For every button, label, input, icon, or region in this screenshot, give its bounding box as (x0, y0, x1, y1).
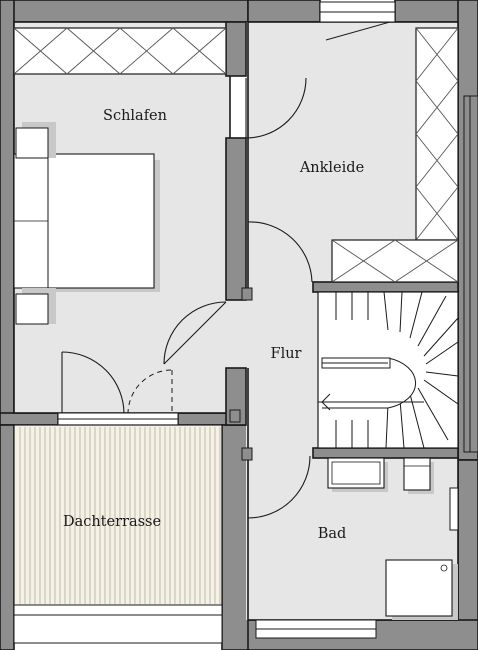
wall-left (0, 0, 15, 426)
room-label-flur: Flur (271, 346, 302, 362)
wardrobe-ankleide-vertical (415, 27, 459, 241)
door-terrace-right-dashed (127, 369, 173, 415)
door-bad-swing (247, 455, 311, 519)
wall-terrace-left (0, 424, 15, 650)
nightstand-top (15, 122, 56, 159)
door-schlafen-swing (163, 301, 227, 365)
window-right-rail (463, 95, 478, 453)
wardrobe-schlafen (13, 27, 227, 75)
room-label-bad: Bad (318, 526, 347, 542)
door-schlafen-leaf (163, 301, 227, 365)
terrace-edge (13, 614, 223, 644)
staircase (317, 291, 459, 449)
vanity (327, 457, 385, 489)
windows (57, 1, 478, 639)
door-flur-top-swing (247, 221, 313, 283)
wall-interior-top (225, 21, 247, 77)
nightstand-bottom (15, 288, 56, 325)
door-swings (61, 77, 313, 519)
shower (385, 559, 453, 617)
wall-stair-top (312, 281, 459, 293)
toilet (403, 457, 431, 491)
wall-terrace-top-left (0, 412, 59, 426)
window-bad-side (449, 487, 459, 531)
bathroom-fixtures (327, 457, 458, 620)
room-label-ankleide: Ankleide (299, 160, 364, 176)
window-top-sash (325, 21, 391, 41)
door-terrace-left-swing (61, 351, 125, 415)
wall-top-center (247, 0, 321, 23)
bed (13, 153, 160, 292)
door-stubs (229, 287, 253, 461)
wall-stair-bottom (312, 447, 459, 459)
door-ankleide-swing (245, 77, 307, 139)
terrace (13, 424, 223, 644)
room-label-schlafen: Schlafen (103, 108, 167, 124)
wall-top-left (0, 0, 249, 23)
room-label-dachterrasse: Dachterrasse (63, 514, 161, 530)
doorway-cover (229, 300, 249, 368)
wardrobe-ankleide-horizontal (331, 239, 459, 283)
terrace-railing (13, 604, 223, 616)
wall-interior-mid (225, 137, 247, 301)
